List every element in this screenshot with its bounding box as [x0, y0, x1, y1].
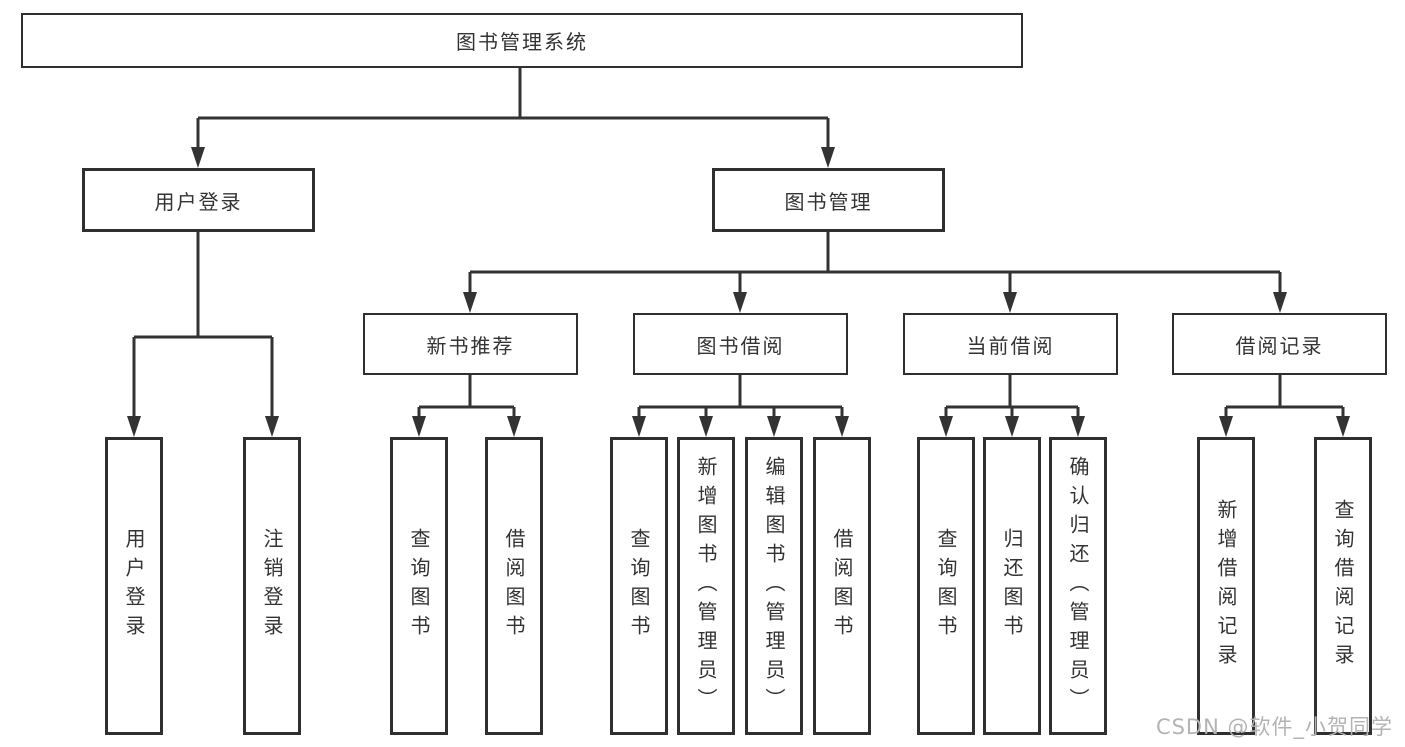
leaf-edit-book-admin: 编辑图书（管理员）	[745, 437, 803, 735]
leaf-return-book: 归还图书	[983, 437, 1041, 735]
leaf-add-borrow-record: 新增借阅记录	[1197, 437, 1255, 735]
node-book-borrow: 图书借阅	[633, 313, 848, 375]
node-user-login: 用户登录	[82, 168, 315, 232]
node-label: 归还图书	[1000, 528, 1024, 644]
node-label: 查询图书	[934, 528, 958, 644]
node-new-book-recommend: 新书推荐	[363, 313, 578, 375]
node-label: 注销登录	[260, 528, 284, 644]
leaf-borrow-book: 借阅图书	[813, 437, 871, 735]
leaf-confirm-return-admin: 确认归还（管理员）	[1049, 437, 1107, 735]
node-current-borrow: 当前借阅	[903, 313, 1118, 375]
node-label: 图书借阅	[696, 333, 785, 358]
leaf-borrow-book: 借阅图书	[485, 437, 543, 735]
node-label: 新增图书（管理员）	[694, 455, 718, 717]
node-label: 确认归还（管理员）	[1066, 455, 1090, 717]
node-label: 图书管理	[784, 189, 873, 214]
node-label: 当前借阅	[966, 333, 1055, 358]
leaf-query-book: 查询图书	[917, 437, 975, 735]
node-label: 查询图书	[627, 528, 651, 644]
leaf-user-login: 用户登录	[105, 437, 163, 735]
node-label: 借阅记录	[1235, 333, 1324, 358]
node-library-management-system: 图书管理系统	[21, 13, 1023, 68]
node-label: 借阅图书	[830, 528, 854, 644]
node-label: 借阅图书	[502, 528, 526, 644]
node-label: 用户登录	[122, 528, 146, 644]
node-label: 新增借阅记录	[1214, 499, 1238, 673]
node-label: 查询图书	[407, 528, 431, 644]
csdn-watermark: CSDN @软件_小贺同学	[1155, 715, 1393, 739]
arrowheads	[127, 147, 1350, 437]
node-borrow-records: 借阅记录	[1172, 313, 1387, 375]
node-label: 编辑图书（管理员）	[762, 455, 786, 717]
leaf-query-book: 查询图书	[610, 437, 668, 735]
leaf-query-book: 查询图书	[390, 437, 448, 735]
leaf-logout-login: 注销登录	[243, 437, 301, 735]
node-book-management: 图书管理	[712, 168, 945, 232]
node-label: 查询借阅记录	[1331, 499, 1355, 673]
leaf-query-borrow-record: 查询借阅记录	[1314, 437, 1372, 735]
node-label: 新书推荐	[426, 333, 515, 358]
node-label: 图书管理系统	[456, 30, 588, 54]
leaf-add-book-admin: 新增图书（管理员）	[677, 437, 735, 735]
node-label: 用户登录	[154, 189, 243, 214]
